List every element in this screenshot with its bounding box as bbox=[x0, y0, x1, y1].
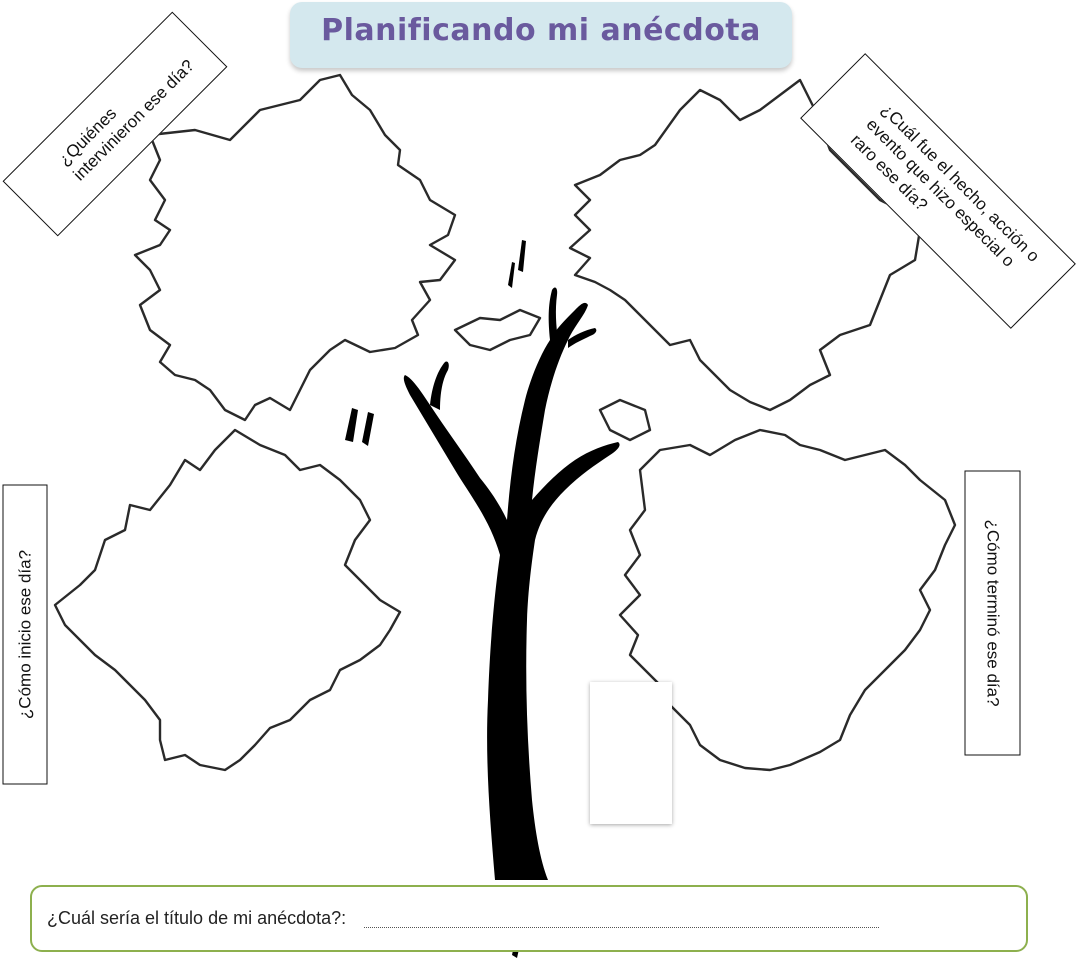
question-inicio-text: ¿Cómo inicio ese día? bbox=[15, 549, 35, 720]
leaf-top-right bbox=[568, 78, 922, 412]
leaf-fragment-right bbox=[598, 398, 652, 442]
leaf-bottom-left bbox=[53, 428, 402, 772]
title-answer-line[interactable] bbox=[364, 919, 880, 928]
title-banner: Planificando mi anécdota bbox=[290, 2, 792, 68]
title-question-label: ¿Cuál sería el título de mi anécdota?: bbox=[47, 908, 347, 928]
question-inicio-box: ¿Cómo inicio ese día? bbox=[2, 484, 48, 785]
leaf-bottom-right bbox=[618, 428, 957, 772]
page-title: Planificando mi anécdota bbox=[321, 12, 761, 48]
leaf-top-left bbox=[133, 73, 457, 422]
tree-trunk bbox=[345, 240, 620, 958]
blank-card bbox=[590, 682, 672, 824]
leaf-fragment-center bbox=[453, 308, 542, 352]
title-answer-box: ¿Cuál sería el título de mi anécdota?: bbox=[30, 885, 1028, 952]
question-termino-box: ¿Cómo terminó ese día? bbox=[964, 470, 1021, 756]
question-termino-text: ¿Cómo terminó ese día? bbox=[983, 519, 1003, 707]
